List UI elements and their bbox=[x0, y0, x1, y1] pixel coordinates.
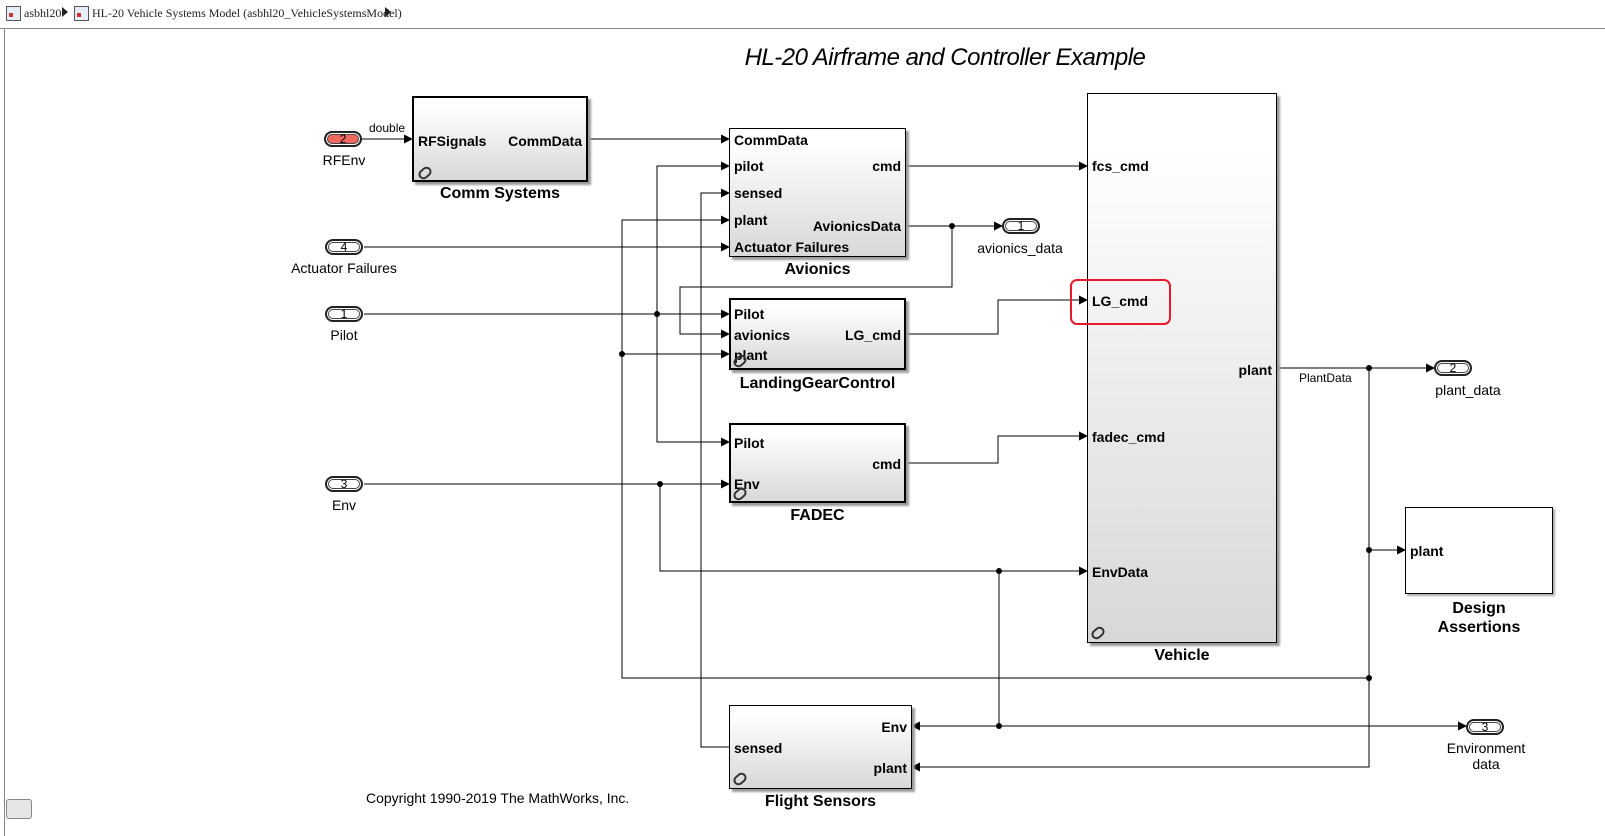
breadcrumb-root-label: asbhl20 bbox=[24, 6, 62, 20]
port-landing-plant: plant bbox=[734, 347, 768, 363]
port-vehicle-fadeccmd: fadec_cmd bbox=[1092, 429, 1166, 445]
wire-lg-cmd[interactable] bbox=[906, 295, 1088, 335]
model-icon bbox=[6, 6, 21, 21]
port-avionics-commdata: CommData bbox=[734, 132, 808, 148]
port-fadec-pilot: Pilot bbox=[734, 435, 765, 451]
port-sensors-sensed: sensed bbox=[734, 740, 783, 756]
signal-plantdata-label: PlantData bbox=[1299, 371, 1352, 385]
breadcrumb: asbhl20 HL-20 Vehicle Systems Model (asb… bbox=[0, 0, 1605, 29]
canvas-border bbox=[4, 29, 5, 836]
port-vehicle-fcscmd: fcs_cmd bbox=[1092, 158, 1149, 174]
inport-pilot[interactable]: 1 bbox=[325, 306, 363, 322]
port-landing-avionics: avionics bbox=[734, 327, 791, 343]
outport-plant-label: plant_data bbox=[1435, 382, 1501, 398]
port-rfsignals: RFSignals bbox=[418, 133, 487, 149]
wire-plant-design[interactable] bbox=[1368, 368, 1406, 555]
port-avionics-actuator: Actuator Failures bbox=[734, 239, 850, 255]
wire-sensed[interactable] bbox=[700, 188, 730, 748]
chevron-right-icon bbox=[62, 7, 68, 17]
inport-pilot-label: Pilot bbox=[330, 327, 358, 343]
inport-actuator-label: Actuator Failures bbox=[291, 260, 397, 276]
port-avionics-pilot: pilot bbox=[734, 158, 764, 174]
block-fadec[interactable]: Pilot Env cmd bbox=[729, 423, 906, 503]
breadcrumb-child-label: HL-20 Vehicle Systems Model (asbhl20_Veh… bbox=[92, 6, 402, 20]
block-avionics-name: Avionics bbox=[784, 261, 851, 278]
block-fadec-name: FADEC bbox=[790, 507, 845, 524]
block-design-assertions[interactable]: plant bbox=[1405, 507, 1553, 594]
block-comm-systems-name: Comm Systems bbox=[439, 185, 561, 202]
block-landing-gear-control[interactable]: Pilot avionics plant LG_cmd bbox=[729, 298, 906, 370]
block-comm-systems[interactable]: RFSignals CommData bbox=[412, 96, 588, 182]
block-vehicle[interactable]: fcs_cmd LG_cmd fadec_cmd EnvData plant bbox=[1087, 93, 1277, 643]
wire-envdata[interactable] bbox=[659, 484, 1088, 576]
port-landing-lgcmd: LG_cmd bbox=[844, 327, 901, 343]
chevron-right-icon[interactable] bbox=[385, 7, 391, 17]
wire-fadec-cmd[interactable] bbox=[906, 431, 1088, 464]
copyright-text: Copyright 1990-2019 The MathWorks, Inc. bbox=[366, 790, 630, 806]
outport-environment-data[interactable]: 3 bbox=[1466, 719, 1504, 735]
port-fadec-env: Env bbox=[734, 476, 760, 492]
wire-avionics-branch[interactable] bbox=[679, 226, 953, 339]
wire-plant-sensors[interactable] bbox=[911, 678, 1370, 772]
block-design-name-line1: Design bbox=[1452, 600, 1506, 617]
wire-plant-avionics[interactable] bbox=[621, 215, 1370, 679]
inport-rfenv-label: RFEnv bbox=[322, 152, 366, 168]
outport-plant-data[interactable]: 2 bbox=[1434, 360, 1472, 376]
wire-pilot-fadec[interactable] bbox=[656, 314, 730, 447]
port-sensors-env: Env bbox=[881, 719, 907, 735]
port-avionics-cmd: cmd bbox=[872, 158, 901, 174]
breadcrumb-root[interactable]: asbhl20 bbox=[6, 6, 61, 21]
port-sensors-plant: plant bbox=[873, 760, 907, 776]
wire-env-sensors[interactable] bbox=[911, 571, 1000, 731]
outport-avionics-label: avionics_data bbox=[977, 240, 1063, 256]
wire-pilot-avionics[interactable] bbox=[656, 161, 730, 314]
breadcrumb-child[interactable]: HL-20 Vehicle Systems Model (asbhl20_Veh… bbox=[74, 6, 402, 21]
library-link-icon bbox=[731, 770, 749, 788]
lg-cmd-highlight bbox=[1070, 279, 1171, 325]
port-avionics-plant: plant bbox=[734, 212, 768, 228]
port-design-plant: plant bbox=[1410, 543, 1444, 559]
block-flight-sensors[interactable]: sensed Env plant bbox=[729, 705, 912, 789]
database-icon[interactable] bbox=[6, 799, 32, 819]
outport-environment-label: Environment data bbox=[1446, 740, 1526, 772]
block-vehicle-name: Vehicle bbox=[1154, 647, 1210, 664]
inport-rfenv[interactable]: 2 bbox=[324, 131, 362, 147]
outport-avionics-data[interactable]: 1 bbox=[1002, 218, 1040, 234]
block-avionics[interactable]: CommData pilot sensed plant Actuator Fai… bbox=[729, 128, 906, 257]
port-vehicle-envdata: EnvData bbox=[1092, 564, 1149, 580]
page-title: HL-20 Airframe and Controller Example bbox=[744, 44, 1146, 71]
library-link-icon bbox=[1089, 624, 1107, 642]
port-avionics-data-out: AvionicsData bbox=[812, 218, 901, 234]
port-vehicle-lgcmd: LG_cmd bbox=[1092, 293, 1149, 309]
inport-actuator-failures[interactable]: 4 bbox=[325, 239, 363, 255]
subsystem-icon bbox=[74, 6, 89, 21]
block-design-name-line2: Assertions bbox=[1437, 619, 1521, 636]
signal-type-label: double bbox=[369, 121, 406, 135]
library-link-icon bbox=[416, 164, 434, 182]
inport-env-label: Env bbox=[331, 497, 357, 513]
block-design-assertions-name: Design Assertions bbox=[1405, 599, 1553, 637]
port-avionics-sensed: sensed bbox=[734, 185, 783, 201]
inport-env[interactable]: 3 bbox=[325, 476, 363, 492]
port-fadec-cmd: cmd bbox=[872, 456, 901, 472]
block-flight-sensors-name: Flight Sensors bbox=[764, 793, 877, 810]
port-commdata-out: CommData bbox=[508, 133, 582, 149]
block-landing-gear-name: LandingGearControl bbox=[739, 375, 896, 392]
port-landing-pilot: Pilot bbox=[734, 306, 765, 322]
port-vehicle-plant: plant bbox=[1238, 362, 1272, 378]
